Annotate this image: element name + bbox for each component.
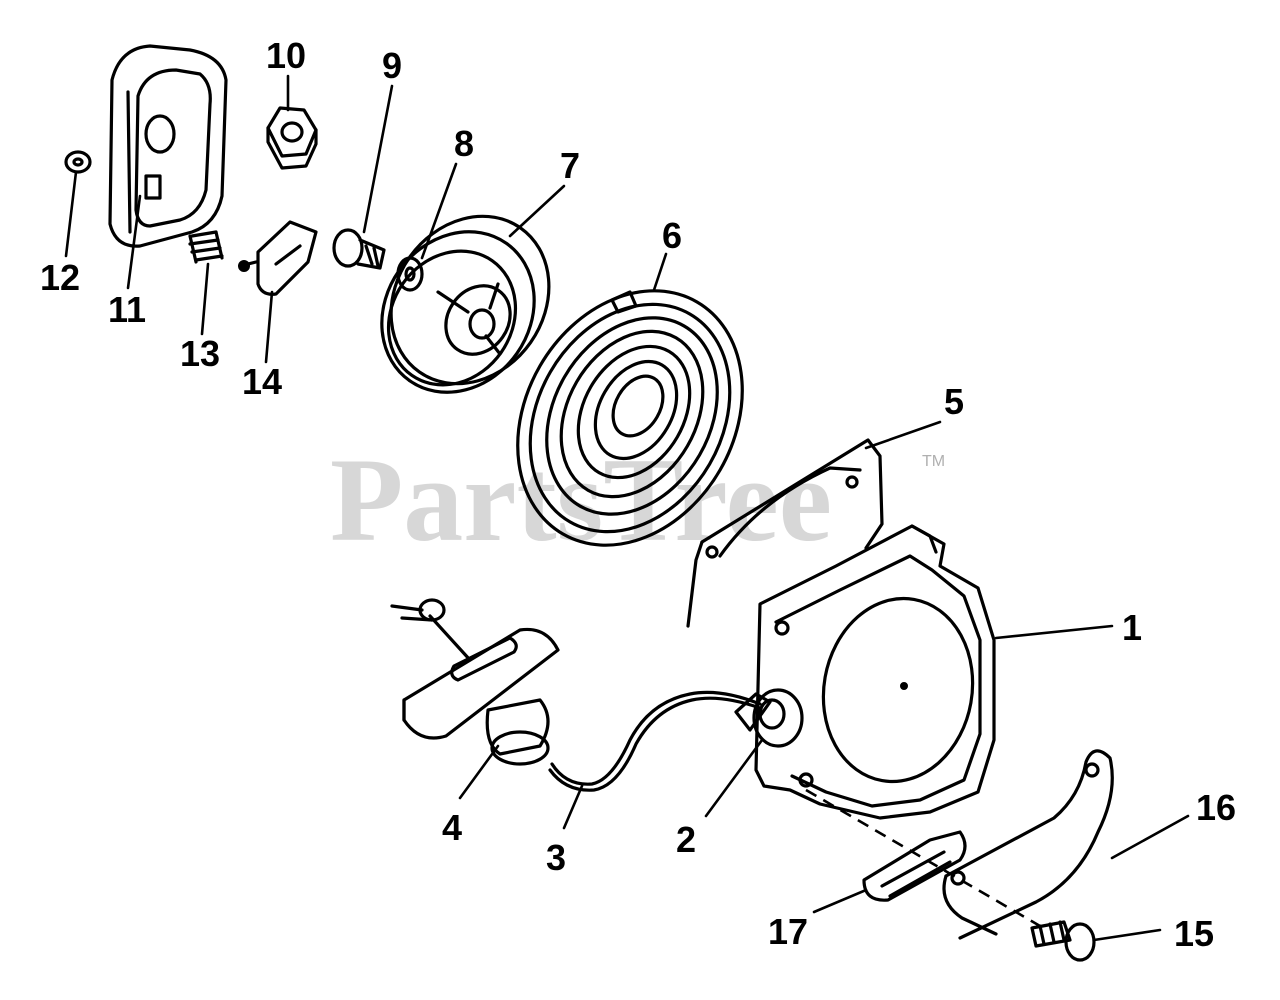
part-11-cover[interactable] [108,44,228,248]
part-5-gasket[interactable] [686,438,884,628]
part-3-rope[interactable] [548,690,762,792]
callout-7: 7 [560,145,580,186]
callout-14: 14 [242,361,282,402]
callout-10: 10 [266,35,306,76]
callout-2: 2 [676,819,696,860]
part-12-washer[interactable] [64,150,92,174]
callout-1: 1 [1122,607,1142,648]
callout-13: 13 [180,333,220,374]
part-13-spring[interactable] [188,230,224,264]
callout-leaders [64,74,1190,942]
callout-17: 17 [768,911,808,952]
watermark: PartsTree TM [330,433,945,566]
callout-9: 9 [382,45,402,86]
watermark-text: PartsTree [330,433,832,566]
callout-12: 12 [40,257,80,298]
part-14-pawl[interactable] [238,220,318,296]
part-7-pulley[interactable] [351,185,581,422]
part-16-bracket[interactable] [942,749,1114,940]
part-6-spring[interactable] [473,250,787,586]
part-15-screw[interactable] [1030,920,1096,962]
part-17-spacer[interactable] [862,830,967,902]
callout-3: 3 [546,837,566,878]
part-1-housing[interactable] [754,524,996,820]
callout-11: 11 [108,289,146,330]
watermark-trademark: TM [922,453,945,470]
callout-5: 5 [944,381,964,422]
callout-16: 16 [1196,787,1236,828]
part-4-handle[interactable] [390,598,560,766]
callout-15: 15 [1174,913,1214,954]
assembly-axis-line [805,788,1041,928]
part-9-screw[interactable] [332,228,386,270]
callout-labels: 1 2 3 4 5 6 7 8 9 10 11 12 13 14 15 16 1… [40,35,1236,954]
callout-8: 8 [454,123,474,164]
callout-4: 4 [442,807,462,848]
part-10-nut[interactable] [266,106,318,170]
callout-6: 6 [662,215,682,256]
